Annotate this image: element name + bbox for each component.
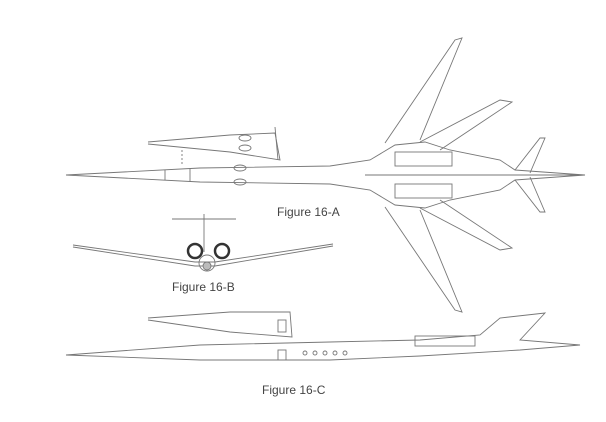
top-view-aircraft bbox=[65, 37, 586, 313]
figure-16c-label: Figure 16-C bbox=[262, 383, 326, 397]
figure-16b-label: Figure 16-B bbox=[172, 280, 235, 294]
front-view-aircraft bbox=[72, 214, 334, 272]
side-view-aircraft bbox=[65, 311, 581, 361]
figure-16a-label: Figure 16-A bbox=[277, 205, 340, 219]
